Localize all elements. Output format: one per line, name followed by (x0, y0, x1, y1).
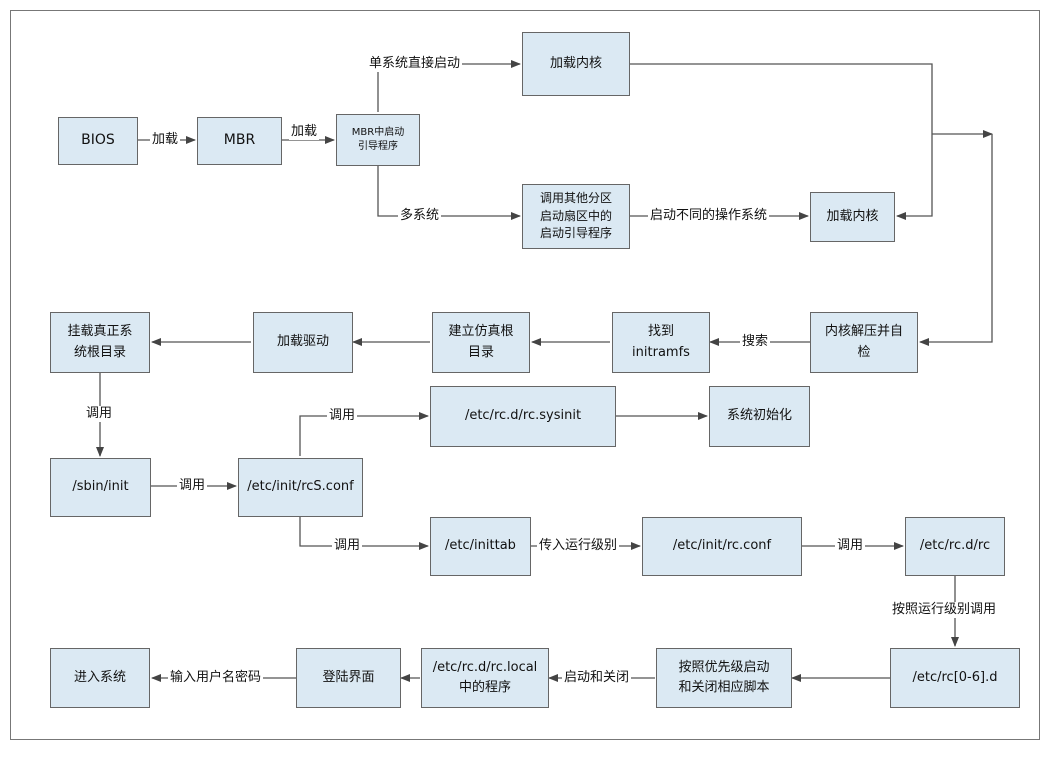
node-rcs-conf: /etc/init/rcS.conf (238, 458, 363, 517)
node-rc-conf: /etc/init/rc.conf (642, 517, 802, 576)
label-call-by-runlevel: 按照运行级别调用 (890, 602, 999, 618)
label-multi-system: 多系统 (398, 208, 442, 224)
node-mbr: MBR (197, 117, 282, 165)
edge-rcs-inittab (299, 516, 429, 550)
label-search: 搜索 (740, 334, 771, 350)
label-call-rcs-sysinit: 调用 (327, 408, 358, 424)
label-call-sbin-rcs: 调用 (177, 478, 208, 494)
node-bootloader: MBR中启动 引导程序 (336, 114, 420, 166)
node-rc-d-rc: /etc/rc.d/rc (905, 517, 1005, 576)
label-start-stop: 启动和关闭 (562, 670, 632, 686)
node-sys-init: 系统初始化 (709, 386, 810, 447)
node-rc-0-6: /etc/rc[0-6].d (890, 648, 1020, 708)
label-call-rcconf-rcdrc: 调用 (835, 538, 866, 554)
label-enter-credentials: 输入用户名密码 (168, 670, 264, 686)
node-load-kernel-right: 加载内核 (810, 192, 895, 242)
node-inittab: /etc/inittab (430, 517, 531, 576)
label-pass-runlevel: 传入运行级别 (537, 538, 620, 554)
node-load-driver: 加载驱动 (253, 312, 353, 373)
node-sbin-init: /sbin/init (50, 458, 151, 517)
label-bios-mbr: 加载 (150, 132, 181, 148)
node-priority-scripts: 按照优先级启动 和关闭相应脚本 (656, 648, 792, 708)
node-enter-system: 进入系统 (50, 648, 150, 708)
node-kernel-decompress: 内核解压并自 检 (810, 312, 918, 373)
node-fake-root: 建立仿真根 目录 (432, 312, 530, 373)
node-login-screen: 登陆界面 (296, 648, 401, 708)
node-load-kernel-top: 加载内核 (522, 32, 630, 96)
edge-kernel-top-out (630, 63, 933, 220)
node-mount-root: 挂载真正系 统根目录 (50, 312, 150, 373)
diagram-frame (10, 10, 1040, 740)
label-call-mount-sbin: 调用 (84, 406, 115, 422)
edge-right-rail-down (919, 134, 993, 346)
node-other-partition: 调用其他分区 启动扇区中的 启动引导程序 (522, 184, 630, 249)
node-bios: BIOS (58, 117, 138, 165)
label-start-other-os: 启动不同的操作系统 (648, 208, 770, 224)
label-call-rcs-inittab: 调用 (332, 538, 363, 554)
label-mbr-bootloader: 加载 (289, 124, 320, 140)
label-single-system: 单系统直接启动 (367, 56, 463, 72)
edge-rcs-sysinit (299, 412, 429, 456)
edge-multi-system (377, 166, 521, 220)
node-rc-sysinit: /etc/rc.d/rc.sysinit (430, 386, 616, 447)
node-find-initramfs: 找到 initramfs (612, 312, 710, 373)
node-rc-local: /etc/rc.d/rc.local 中的程序 (421, 648, 549, 708)
